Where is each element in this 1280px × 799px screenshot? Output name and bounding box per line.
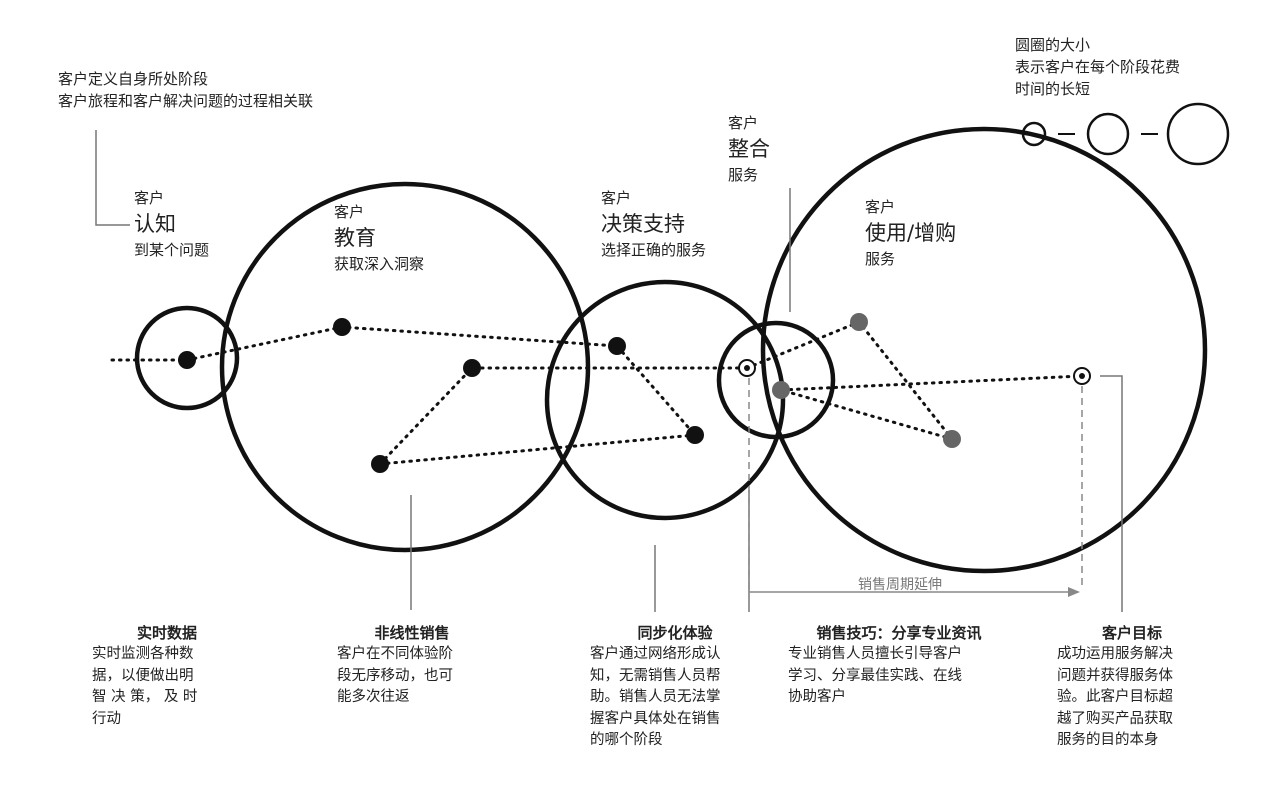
annotation-line: 协助客户 [788,689,846,705]
decision-circle [544,279,786,521]
stage-prefix: 客户 [865,198,896,216]
journey-node [333,318,351,336]
journey-node-grey [943,430,961,448]
timeline [748,378,1083,597]
stage-name: 整合 [728,137,770,161]
stage-name: 使用/增购 [865,221,957,245]
awareness-circle [134,305,240,411]
legend-medium-circle [1086,112,1130,156]
annotation-customer-goal: 客户目标 成功运用服务解决 问题并获得服务体 验。此客户目标超 越了购买产品获取… [1057,622,1207,752]
annotation-line: 越了购买产品获取 [1057,710,1173,727]
annotation-sales-skills: 销售技巧：分享专业资讯 专业销售人员擅长引导客户 学习、分享最佳实践、在线 协助… [788,622,1010,709]
annotation-title: 客户目标 [1101,624,1162,642]
annotation-title: 实时数据 [136,624,197,642]
stage-desc: 获取深入洞察 [334,255,425,273]
annotation-line: 问题并获得服务体 [1057,667,1173,684]
stage-prefix: 客户 [601,189,632,207]
journey-node [178,351,196,369]
legend-small-circle [1021,121,1047,147]
annotation-line: 成功运用服务解决 [1057,646,1173,662]
stage-prefix: 客户 [334,203,365,221]
customer-goal-node-center [1079,373,1085,379]
legend-circles-group [1021,102,1230,166]
stage-name: 决策支持 [601,212,685,236]
annotation-realtime-data: 实时数据 实时监测各种数 据，以便做出明 智 决 策， 及 时 行动 [92,622,242,730]
journey-node-target-center [744,365,750,371]
stage-name: 认知 [134,212,176,236]
journey-path [110,320,1084,466]
legend-large-circle [1166,102,1230,166]
legend-line: 表示客户在每个阶段花费 [1015,58,1181,76]
legend-text: 圆圈的大小 表示客户在每个阶段花费 时间的长短 [1015,34,1180,100]
annotation-line: 实时监测各种数 [92,646,194,662]
annotation-synced-experience: 同步化体验 客户通过网络形成认 知，无需销售人员帮 助。销售人员无法掌 握客户具… [590,622,760,752]
annotation-line: 学习、分享最佳实践、在线 [788,667,962,684]
integration-circle [716,320,836,440]
journey-node [608,337,626,355]
journey-node [463,359,481,377]
journey-node [686,426,704,444]
annotation-line: 段无序移动，也可 [337,667,453,684]
stage-desc: 选择正确的服务 [601,241,707,259]
annotation-title: 同步化体验 [637,624,713,642]
journey-node-grey [772,381,790,399]
annotation-line: 专业销售人员擅长引导客户 [788,646,962,662]
stage-awareness-label: 客户 认知 到某个问题 [134,187,209,261]
stage-desc: 服务 [728,166,759,184]
legend-line: 圆圈的大小 [1015,36,1091,54]
top-note: 客户定义自身所处阶段 客户旅程和客户解决问题的过程相关联 [58,68,313,112]
annotation-line: 的哪个阶段 [590,732,663,748]
stage-name: 教育 [334,226,376,250]
annotation-line: 能多次往返 [337,689,410,705]
stage-prefix: 客户 [728,114,759,132]
annotation-line: 验。此客户目标超 [1057,689,1173,705]
stage-usage-label: 客户 使用/增购 服务 [865,196,956,270]
annotation-line: 助。销售人员无法掌 [590,689,721,705]
annotation-line: 客户在不同体验阶 [337,646,453,662]
annotation-title: 非线性销售 [374,624,450,642]
annotation-line: 智 决 策， 及 时 [92,689,198,705]
annotation-line: 客户通过网络形成认 [590,646,721,662]
annotation-line: 知，无需销售人员帮 [590,667,721,684]
timeline-arrow-head [1068,587,1080,597]
journey-nodes [178,313,1091,473]
stage-prefix: 客户 [134,189,165,207]
timeline-label: 销售周期延伸 [858,577,942,593]
top-note-line: 客户旅程和客户解决问题的过程相关联 [58,92,314,110]
legend-line: 时间的长短 [1015,80,1091,98]
stage-desc: 到某个问题 [134,241,210,259]
stage-desc: 服务 [865,250,896,268]
annotation-title: 销售技巧：分享专业资讯 [816,624,982,642]
stage-integration-label: 客户 整合 服务 [728,112,770,186]
stage-education-label: 客户 教育 获取深入洞察 [334,201,424,275]
annotation-line: 行动 [92,710,121,727]
annotation-line: 握客户具体处在销售 [590,710,721,727]
annotation-line: 服务的目的本身 [1057,732,1159,748]
journey-node [371,455,389,473]
journey-node-grey [850,313,868,331]
annotation-nonlinear-sales: 非线性销售 客户在不同体验阶 段无序移动，也可 能多次往返 [337,622,487,709]
top-note-line: 客户定义自身所处阶段 [58,70,209,88]
stage-decision-label: 客户 决策支持 选择正确的服务 [601,187,706,261]
annotation-line: 据，以便做出明 [92,667,194,684]
usage-circle [760,126,1208,574]
